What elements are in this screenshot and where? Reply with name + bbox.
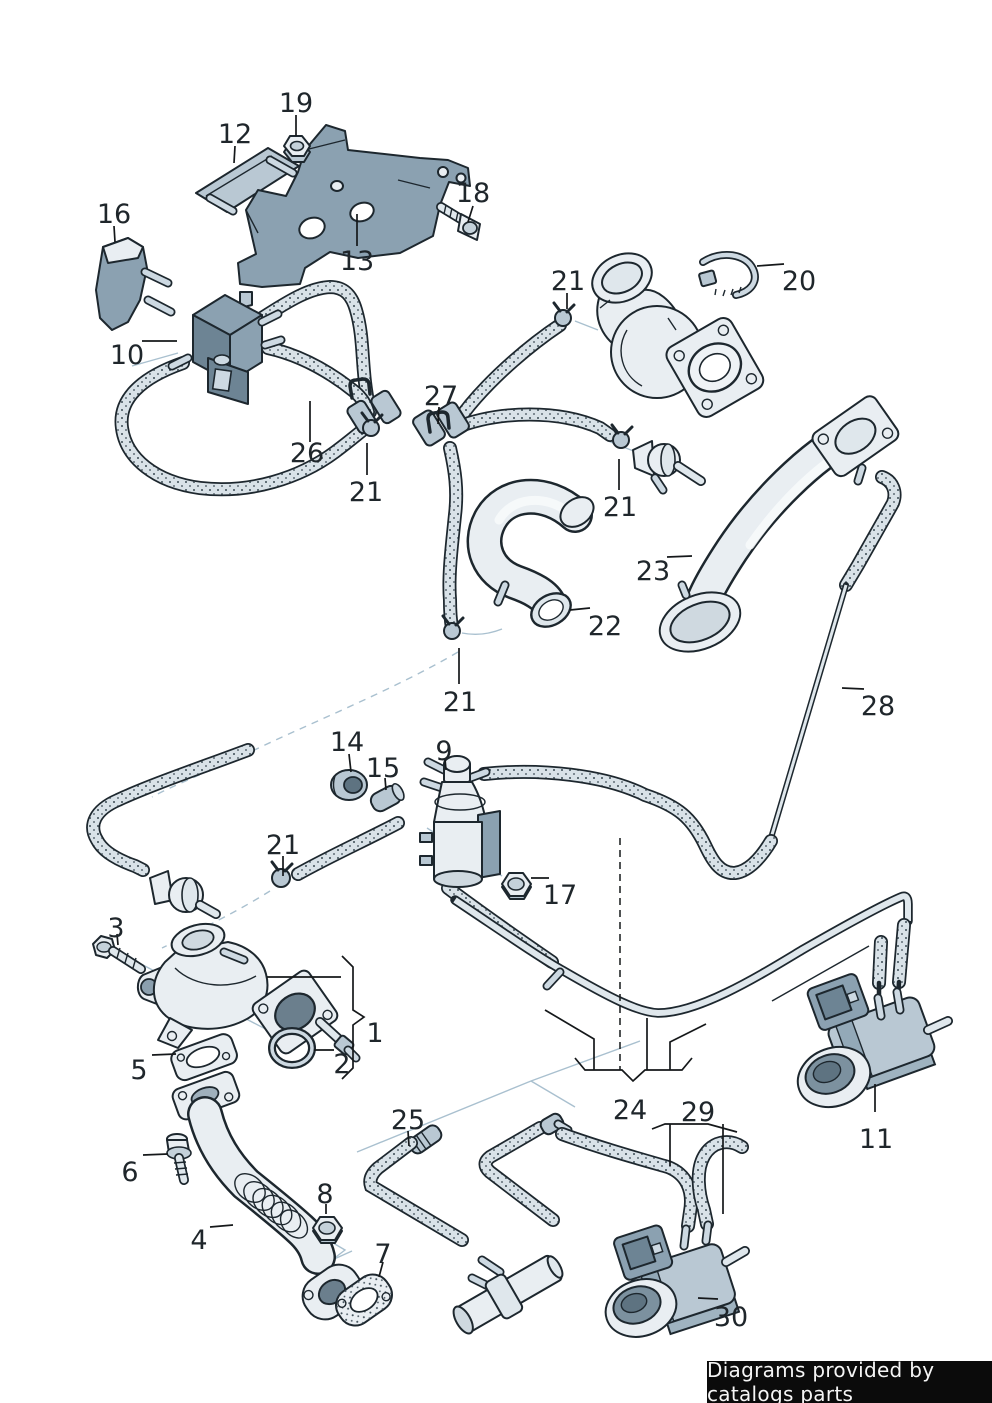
part-23-charge-air-pipe: [658, 395, 900, 653]
part-4-egr-pipe: [171, 1070, 363, 1321]
callout-23: 23: [636, 556, 670, 587]
part-29-hose-pair: [478, 1112, 749, 1233]
part-6-bolt: [166, 1133, 192, 1185]
part-1-egr-valve: [136, 922, 361, 1063]
part-13-mounting-bracket: [237, 124, 471, 288]
part-8-hex-nut: [312, 1216, 343, 1244]
callout-16: 16: [97, 199, 131, 230]
tee-fitting: [452, 1254, 564, 1335]
callout-26: 26: [290, 438, 324, 469]
callout-27: 27: [424, 381, 458, 412]
callout-11: 11: [859, 1124, 893, 1155]
callout-14: 14: [330, 727, 364, 758]
leader-lines: [113, 115, 876, 1300]
part-25-hose: [363, 1124, 469, 1247]
callout-24: 24: [613, 1095, 647, 1126]
callout-28: 28: [861, 691, 895, 722]
vacuum-pipe-with-tee: [450, 891, 913, 1018]
part-9-vacuum-valve: [419, 755, 501, 888]
callout-7: 7: [374, 1239, 391, 1270]
callout-20: 20: [782, 266, 816, 297]
callout-10: 10: [110, 340, 144, 371]
callout-25: 25: [391, 1105, 425, 1136]
callout-21: 21: [266, 830, 300, 861]
callout-9: 9: [435, 736, 452, 767]
callout-3: 3: [107, 913, 124, 944]
part-3-bolt: [92, 935, 146, 974]
callout-19: 19: [279, 88, 313, 119]
part-14-grommet: [330, 769, 368, 801]
callout-13: 13: [340, 246, 374, 277]
part-5-gasket: [170, 1033, 238, 1082]
part-15-sleeve: [369, 782, 405, 813]
callout-21: 21: [443, 687, 477, 718]
watermark-bar: Diagrams provided by catalogs parts: [707, 1358, 992, 1403]
turbocharger: [591, 252, 765, 418]
part-7-gasket: [335, 1273, 393, 1327]
part-16-bracket-plate: [95, 237, 176, 331]
callout-15: 15: [366, 753, 400, 784]
part-2-o-ring: [268, 1027, 316, 1069]
callout-2: 2: [333, 1049, 350, 1080]
callout-30: 30: [714, 1302, 748, 1333]
callout-18: 18: [456, 178, 490, 209]
callout-4: 4: [190, 1225, 207, 1256]
callout-6: 6: [121, 1157, 138, 1188]
spring-clamps-21: [270, 301, 634, 888]
part-11-pressure-converter-valve: [796, 973, 953, 1109]
watermark-text: Diagrams provided by catalogs parts: [707, 1358, 935, 1403]
part-19-hex-nut: [283, 135, 311, 163]
callout-21: 21: [603, 492, 637, 523]
check-valve-upper: [632, 440, 706, 495]
callout-12: 12: [218, 119, 252, 150]
part-18-bolt: [436, 202, 481, 241]
part-22-elbow-hose: [466, 478, 595, 628]
part-20-clamp-strap: [698, 250, 759, 299]
part-10-solenoid-valve: [167, 291, 286, 405]
part-17-hex-nut: [501, 872, 532, 900]
callout-22: 22: [588, 611, 622, 642]
callout-29: 29: [681, 1097, 715, 1128]
callout-1: 1: [366, 1018, 383, 1049]
callout-5: 5: [130, 1055, 147, 1086]
part-30-pressure-converter-valve: [604, 1220, 750, 1338]
callout-8: 8: [316, 1179, 333, 1210]
part-12-retaining-strap: [195, 147, 300, 216]
hose-set-26: [114, 279, 617, 635]
callout-21: 21: [349, 477, 383, 508]
callout-17: 17: [543, 880, 577, 911]
part-28-vacuum-hose: [768, 470, 902, 841]
callout-21: 21: [551, 266, 585, 297]
check-valve-left: [149, 870, 221, 919]
